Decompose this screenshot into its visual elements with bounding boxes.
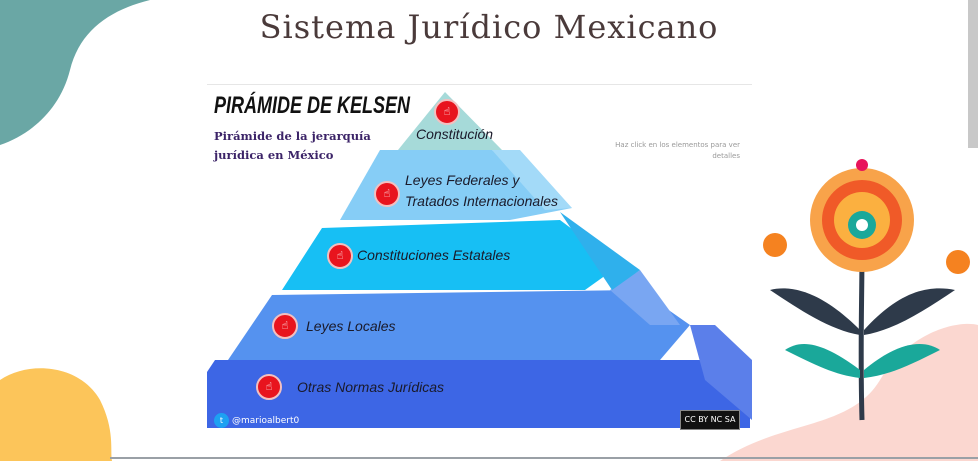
hand-pointer-icon[interactable]: ☝ (327, 243, 353, 269)
page-title: Sistema Jurídico Mexicano (259, 8, 719, 46)
teal-blob (0, 0, 150, 145)
level-leyes-locales[interactable]: Leyes Locales (306, 318, 396, 334)
hand-pointer-icon[interactable]: ☝ (256, 374, 282, 400)
level-4-facet (610, 270, 680, 325)
twitter-handle: @marioalbert0 (232, 415, 300, 426)
level-5-facet (690, 325, 752, 420)
infographic-subtitle: Pirámide de la jerarquía jurídica en Méx… (214, 129, 371, 162)
scrollbar[interactable] (968, 0, 978, 148)
level-5-shape (207, 360, 750, 428)
level-4-shape (228, 290, 690, 360)
hand-pointer-icon[interactable]: ☝ (374, 181, 400, 207)
hand-pointer-icon[interactable]: ☝ (434, 99, 460, 125)
level-2-facet (492, 150, 572, 210)
hand-pointer-icon[interactable]: ☝ (272, 313, 298, 339)
level-3-facet (560, 212, 640, 290)
level-3-shape (282, 220, 620, 290)
infographic-heading: PIRÁMIDE DE KELSEN (214, 92, 411, 119)
cc-license-badge: CC BY NC SA (680, 410, 740, 430)
flower-decoration (763, 159, 970, 421)
level-leyes-federales[interactable]: Leyes Federales y Tratados Internacional… (405, 170, 558, 212)
click-hint: Haz click en los elementos para ver deta… (615, 141, 740, 160)
level-constitucion[interactable]: Constitución (416, 126, 494, 142)
yellow-blob (0, 368, 112, 461)
twitter-icon: t (214, 413, 229, 428)
level-otras-normas[interactable]: Otras Normas Jurídicas (297, 379, 445, 395)
divider (207, 84, 752, 85)
level-label-line: Tratados Internacionales (405, 193, 559, 209)
divider (110, 457, 978, 459)
level-label-line: Leyes Federales y (405, 172, 520, 188)
level-constituciones-estatales[interactable]: Constituciones Estatales (357, 247, 511, 263)
twitter-credit[interactable]: t @marioalbert0 (214, 413, 299, 428)
